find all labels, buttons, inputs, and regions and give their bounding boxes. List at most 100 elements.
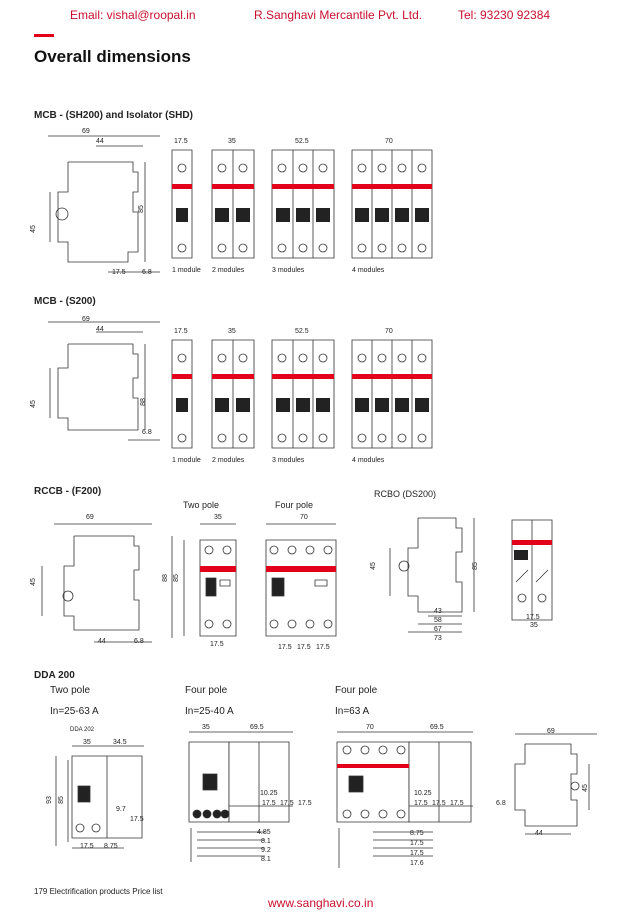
dda-two-pole-drawing xyxy=(52,742,152,857)
dda-side-dim-44: 44 xyxy=(535,830,543,837)
dda1-dim-b8-75: 8.75 xyxy=(104,843,118,850)
module-label-3: 3 modules xyxy=(272,267,305,274)
rccb-two-pole-label: Two pole xyxy=(183,500,220,510)
dda2-dim-35: 35 xyxy=(202,724,210,731)
rccb-dim-85: 85 xyxy=(172,574,180,582)
dda-col2-pole: Four pole xyxy=(185,685,228,696)
dim-44: 44 xyxy=(96,138,104,145)
s200-module-label-4: 4 modules xyxy=(352,457,385,464)
rccb-dim-b17-5: 17.5 xyxy=(210,641,224,648)
title-accent-bar xyxy=(34,34,54,37)
header-email[interactable]: Email: vishal@roopal.in xyxy=(70,8,196,22)
rccb-dim-4p-3: 17.5 xyxy=(316,644,330,651)
s200-width-1: 17.5 xyxy=(174,328,188,335)
rcbo-title: RCBO (DS200) xyxy=(374,489,437,499)
header-company: R.Sanghavi Mercantile Pvt. Ltd. xyxy=(254,8,423,22)
dda3-dim-10-25: 10.25 xyxy=(414,790,432,797)
footer-website-link[interactable]: www.sanghavi.co.in xyxy=(268,896,374,910)
rcbo-dim-73: 73 xyxy=(434,635,442,642)
rcbo-dim-67: 67 xyxy=(434,626,442,633)
s200-dim-45: 45 xyxy=(29,400,37,408)
dda3-dim-17-5-c: 17.5 xyxy=(450,800,464,807)
dda3-dim-17-5-b: 17.5 xyxy=(432,800,446,807)
rccb-dim-4p-2: 17.5 xyxy=(297,644,311,651)
module-label-2: 2 modules xyxy=(212,267,245,274)
dda3-dim-70: 70 xyxy=(366,724,374,731)
page-title: Overall dimensions xyxy=(34,47,191,66)
mcb-sh200-front-views xyxy=(170,146,440,262)
rcbo-dim-17-5: 17.5 xyxy=(526,614,540,621)
dda2-dim-9-2: 9.2 xyxy=(261,847,271,854)
dda2-dim-17-5-b: 17.5 xyxy=(280,800,294,807)
dim-69: 69 xyxy=(82,128,90,135)
section-title-dda200: DDA 200 xyxy=(34,670,75,681)
dda2-dim-4-85: 4.85 xyxy=(257,829,271,836)
rcbo-dim-58: 58 xyxy=(434,617,442,624)
dim-6-8: 6.8 xyxy=(142,269,152,276)
dda1-dim-85: 85 xyxy=(57,796,65,804)
dda2-dim-17-5-c: 17.5 xyxy=(298,800,312,807)
rcbo-side-view xyxy=(378,512,488,642)
dda-col3-pole: Four pole xyxy=(335,685,378,696)
dda2-dim-69-5: 69.5 xyxy=(250,724,264,731)
width-1-module: 17.5 xyxy=(174,138,188,145)
s200-width-3: 52.5 xyxy=(295,328,309,335)
dda-side-dim-45: 45 xyxy=(581,784,589,792)
width-2-modules: 35 xyxy=(228,138,236,145)
dda2-dim-10-25: 10.25 xyxy=(260,790,278,797)
s200-module-label-2: 2 modules xyxy=(212,457,245,464)
dda1-dim-17-5: 17.5 xyxy=(130,816,144,823)
rcbo-dim-43: 43 xyxy=(434,608,442,615)
dda3-dim-69-5: 69.5 xyxy=(430,724,444,731)
dda1-dim-b17-5: 17.5 xyxy=(80,843,94,850)
dda1-dim-93: 93 xyxy=(45,796,53,804)
dim-85: 85 xyxy=(137,205,145,213)
s200-width-2: 35 xyxy=(228,328,236,335)
dda1-dim-35: 35 xyxy=(83,739,91,746)
rcbo-dim-45: 45 xyxy=(369,562,377,570)
section-title-rccb-f200: RCCB - (F200) xyxy=(34,486,102,497)
s200-dim-69: 69 xyxy=(82,316,90,323)
dda2-dim-8-1-a: 8.1 xyxy=(261,838,271,845)
mcb-s200-side-view xyxy=(38,318,163,448)
section-title-mcb-s200: MCB - (S200) xyxy=(34,296,96,307)
section-title-mcb-sh200: MCB - (SH200) and Isolator (SHD) xyxy=(34,110,193,121)
s200-dim-44: 44 xyxy=(96,326,104,333)
rccb-dim-70: 70 xyxy=(300,514,308,521)
dda-four-pole-63a-drawing xyxy=(333,728,483,873)
s200-module-label-1: 1 module xyxy=(172,457,201,464)
dda3-dim-17-5-a: 17.5 xyxy=(414,800,428,807)
s200-dim-6-8: 6.8 xyxy=(142,429,152,436)
rccb-dim-6-8: 6.8 xyxy=(134,638,144,645)
module-label-4: 4 modules xyxy=(352,267,385,274)
dda3-dim-17-5-e: 17.5 xyxy=(410,850,424,857)
dda-col1-pole: Two pole xyxy=(50,685,91,696)
rcbo-dim-85: 85 xyxy=(471,562,479,570)
dda-four-pole-40a-drawing xyxy=(185,728,305,868)
dda-col2-rating: In=25-40 A xyxy=(185,706,234,717)
rcbo-dim-35: 35 xyxy=(530,622,538,629)
footer-page-info: 179 Electrification products Price list xyxy=(34,887,163,896)
mcb-s200-front-views xyxy=(170,336,440,452)
rccb-front-views xyxy=(170,520,350,655)
dda-side-dim-6-8: 6.8 xyxy=(496,800,506,807)
rccb-four-pole-label: Four pole xyxy=(275,500,314,510)
dda-202-label: DDA 202 xyxy=(70,727,95,733)
rccb-dim-44: 44 xyxy=(98,638,106,645)
dda-col3-rating: In=63 A xyxy=(335,706,370,717)
dda1-dim-9-7: 9.7 xyxy=(116,806,126,813)
header-tel[interactable]: Tel: 93230 92384 xyxy=(458,8,551,22)
dim-45: 45 xyxy=(29,225,37,233)
dda1-dim-34-5: 34.5 xyxy=(113,739,127,746)
s200-width-4: 70 xyxy=(385,328,393,335)
width-3-modules: 52.5 xyxy=(295,138,309,145)
s200-module-label-3: 3 modules xyxy=(272,457,305,464)
dda2-dim-17-5-a: 17.5 xyxy=(262,800,276,807)
rccb-dim-4p-1: 17.5 xyxy=(278,644,292,651)
dim-17-5: 17.5 xyxy=(112,269,126,276)
rccb-side-view xyxy=(34,520,159,650)
width-4-modules: 70 xyxy=(385,138,393,145)
dda3-dim-17-6: 17.6 xyxy=(410,860,424,867)
module-label-1: 1 module xyxy=(172,267,201,274)
s200-dim-88: 88 xyxy=(139,398,147,406)
